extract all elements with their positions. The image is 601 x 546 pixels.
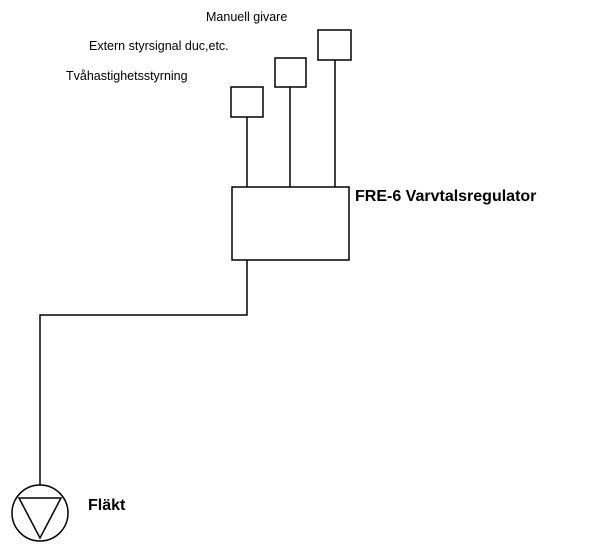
label-regulator: FRE-6 Varvtalsregulator	[355, 188, 537, 205]
label-manual-sensor: Manuell givare	[206, 10, 288, 24]
label-two-speed: Tvåhastighetsstyrning	[66, 69, 188, 83]
fan-icon	[11, 484, 69, 542]
two-speed-box	[230, 86, 264, 118]
label-external-signal: Extern styrsignal duc,etc.	[89, 39, 229, 53]
external-signal-box	[274, 57, 307, 88]
manual-sensor-box	[317, 29, 352, 61]
fan-triangle-icon	[17, 497, 63, 540]
label-fan: Fläkt	[88, 497, 126, 514]
regulator-box	[231, 186, 350, 261]
fan-wire	[39, 260, 248, 485]
